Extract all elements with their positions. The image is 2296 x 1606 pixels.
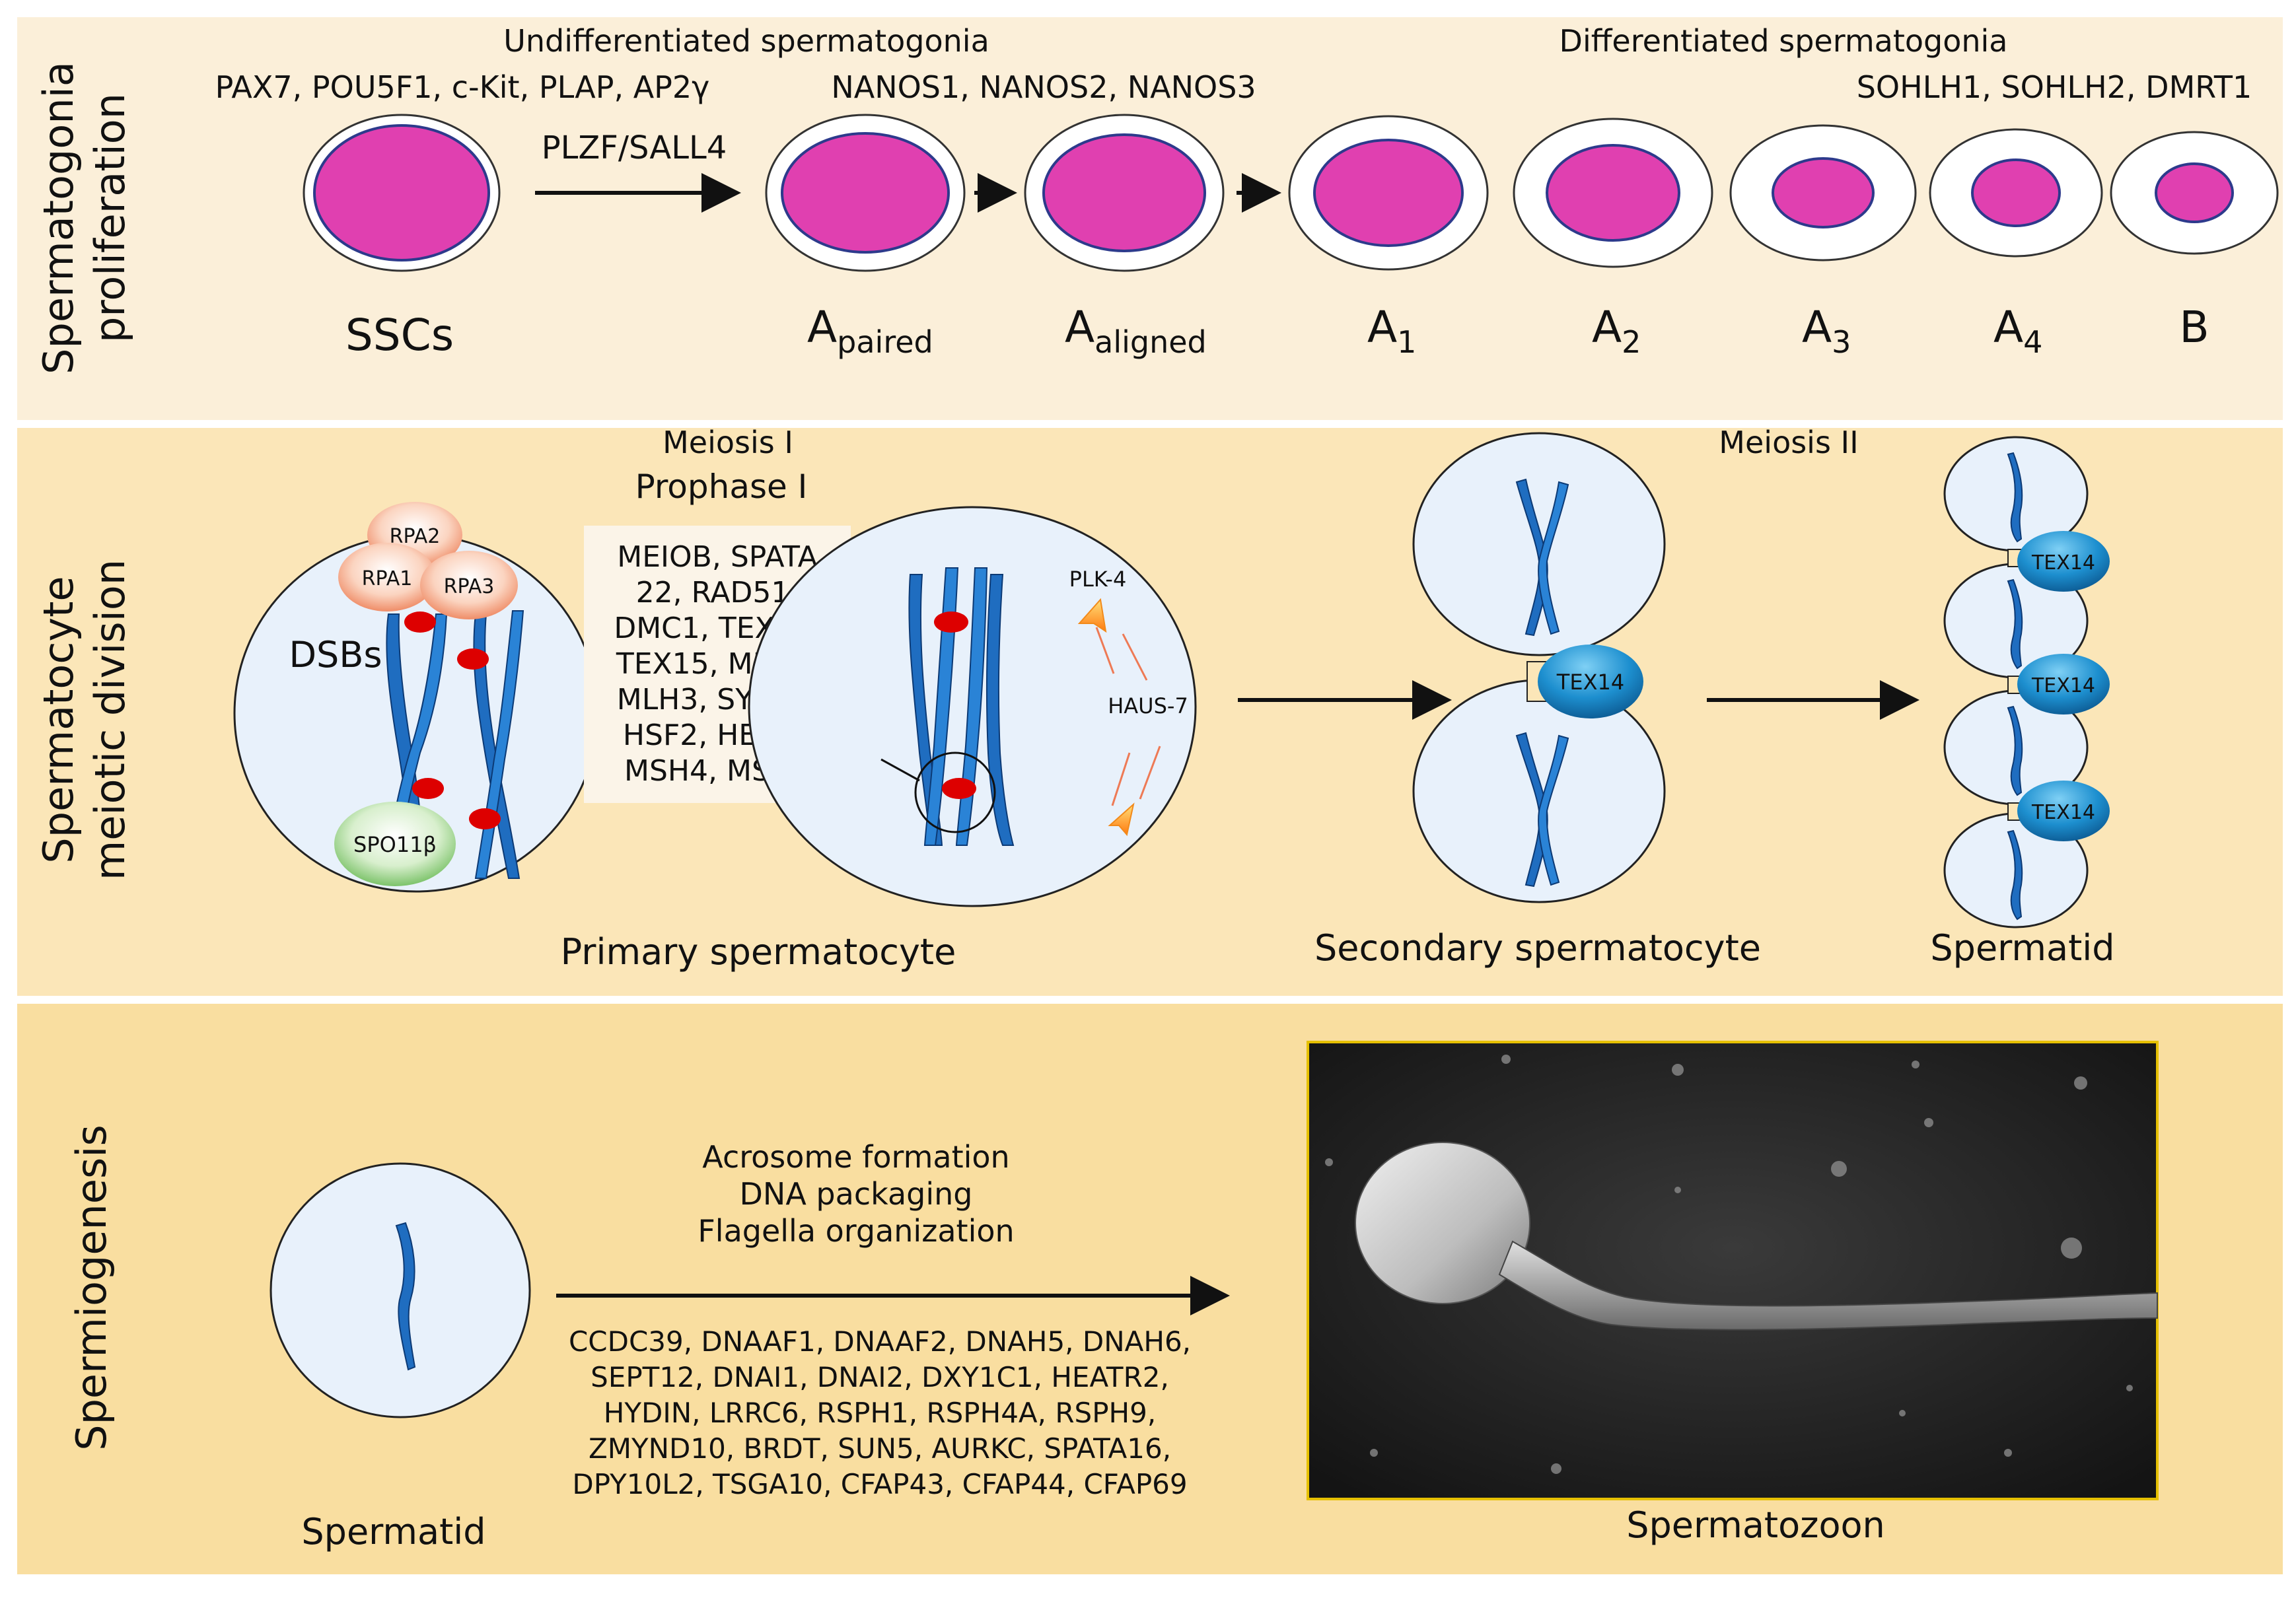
spindle-lines	[1095, 627, 1161, 806]
svg-text:meiotic division: meiotic division	[86, 559, 134, 880]
sohlh-markers: SOHLH1, SOHLH2, DMRT1	[1857, 69, 2252, 105]
cell-a2	[1513, 118, 1713, 268]
svg-text:Acrosome formation: Acrosome formation	[702, 1139, 1009, 1175]
spermatid-cell	[269, 1162, 531, 1418]
tex14-protein: TEX14	[2017, 781, 2110, 841]
spermatogonia-cells	[303, 114, 2279, 272]
haus7-label: HAUS-7	[1108, 693, 1188, 718]
centromere-mark	[942, 778, 976, 799]
svg-text:Flagella organization: Flagella organization	[698, 1213, 1014, 1249]
primary-spermatocyte-left: DSBs RPA2 RPA1 RPA3 SPO11β	[233, 502, 599, 893]
svg-text:Spermatogonia: Spermatogonia	[34, 61, 83, 374]
spermatid-chain: TEX14 TEX14 TEX14	[1943, 436, 2110, 928]
secondary-spermatocyte: TEX14	[1412, 432, 1666, 903]
cell-a3	[1729, 124, 1917, 262]
svg-text:Spermatocyte: Spermatocyte	[34, 576, 83, 863]
svg-text:RPA3: RPA3	[444, 575, 495, 598]
svg-text:TEX14: TEX14	[2031, 674, 2095, 697]
nanos-markers: NANOS1, NANOS2, NANOS3	[831, 69, 1256, 105]
prophase-1-label: Prophase I	[635, 468, 808, 506]
centromere-mark	[412, 778, 444, 799]
ssc-markers: PAX7, POU5F1, c-Kit, PLAP, AP2γ	[215, 69, 710, 105]
panel-title-meiosis: Spermatocyte meiotic division	[34, 559, 134, 880]
cell-ssc	[303, 114, 501, 272]
svg-text:proliferation: proliferation	[86, 93, 134, 343]
cell-labels: SSCs Apaired Aaligned A1 A2 A3 A4 B	[345, 302, 2209, 361]
svg-text:A3: A3	[1802, 302, 1851, 360]
spermatozoon-label: Spermatozoon	[1626, 1504, 1885, 1546]
crossover-circle	[914, 751, 996, 833]
rpa1-protein: RPA1	[338, 543, 436, 611]
tex14-protein: TEX14	[1538, 645, 1643, 718]
differentiated-header: Differentiated spermatogonia	[1560, 23, 2008, 59]
primary-spermatocyte-label: Primary spermatocyte	[561, 931, 956, 973]
svg-text:SEPT12, DNAI1, DNAI2, DXY1C1,: SEPT12, DNAI1, DNAI2, DXY1C1, HEATR2,	[591, 1361, 1169, 1393]
centromere-mark	[934, 611, 968, 633]
panel-title-spermiogenesis: Spermiogenesis	[67, 1125, 116, 1451]
svg-text:SSCs: SSCs	[345, 310, 454, 361]
cell-a4	[1929, 128, 2103, 258]
secondary-spermatocyte-label: Secondary spermatocyte	[1314, 927, 1761, 969]
svg-text:MEIOB, SPATA: MEIOB, SPATA	[617, 540, 817, 574]
tex14-protein: TEX14	[2017, 654, 2110, 715]
svg-text:HYDIN, LRRC6, RSPH1, RSPH4A, R: HYDIN, LRRC6, RSPH1, RSPH4A, RSPH9,	[604, 1397, 1156, 1429]
dsbs-label: DSBs	[289, 634, 382, 676]
svg-text:A1: A1	[1367, 302, 1416, 360]
svg-text:TEX14: TEX14	[2031, 551, 2095, 575]
svg-text:Apaired: Apaired	[807, 302, 933, 360]
panel-title-proliferation: Spermatogonia proliferation	[34, 61, 134, 374]
svg-text:DPY10L2, TSGA10, CFAP43, CFAP4: DPY10L2, TSGA10, CFAP43, CFAP44, CFAP69	[572, 1468, 1187, 1500]
spermatozoon-micrograph	[1307, 1041, 2159, 1500]
svg-text:SPO11β: SPO11β	[353, 832, 437, 857]
undifferentiated-header: Undifferentiated spermatogonia	[503, 23, 989, 59]
svg-text:ZMYND10, BRDT, SUN5, AURKC, SP: ZMYND10, BRDT, SUN5, AURKC, SPATA16,	[589, 1432, 1171, 1465]
centromere-mark	[469, 808, 501, 829]
meiosis-1-label: Meiosis I	[663, 425, 793, 460]
centrosome-bottom	[1108, 802, 1135, 837]
rpa3-protein: RPA3	[420, 551, 518, 619]
meiosis-2-label: Meiosis II	[1719, 425, 1858, 460]
svg-text:TEX14: TEX14	[2031, 801, 2095, 824]
svg-text:22, RAD51,: 22, RAD51,	[636, 576, 799, 610]
cell-a-paired	[765, 114, 966, 272]
spermiogenesis-gene-list: CCDC39, DNAAF1, DNAAF2, DNAH5, DNAH6, SE…	[569, 1325, 1191, 1500]
spermatid-label-spermiogenesis: Spermatid	[301, 1511, 485, 1553]
svg-text:B: B	[2179, 302, 2209, 353]
svg-text:TEX14: TEX14	[1556, 670, 1624, 695]
tex14-protein: TEX14	[2017, 531, 2110, 592]
cell-a1	[1288, 115, 1489, 271]
centrosome-top	[1077, 598, 1107, 633]
process-text: Acrosome formation DNA packaging Flagell…	[698, 1139, 1014, 1249]
cell-b	[2110, 131, 2279, 255]
svg-text:DNA packaging: DNA packaging	[740, 1176, 973, 1212]
centromere-mark	[404, 611, 436, 633]
svg-text:RPA1: RPA1	[362, 567, 413, 590]
plk4-label: PLK-4	[1069, 567, 1127, 592]
svg-text:Aaligned: Aaligned	[1065, 302, 1207, 360]
primary-spermatocyte-right: PLK-4 HAUS-7	[748, 506, 1197, 907]
svg-text:CCDC39, DNAAF1, DNAAF2, DNAH5,: CCDC39, DNAAF1, DNAAF2, DNAH5, DNAH6,	[569, 1325, 1191, 1358]
svg-text:A2: A2	[1592, 302, 1641, 360]
spermatid-label-meiosis: Spermatid	[1930, 927, 2114, 969]
centromere-mark	[457, 648, 489, 670]
svg-text:A4: A4	[1993, 302, 2042, 360]
plzf-sall4-label: PLZF/SALL4	[542, 129, 727, 166]
spo11-protein: SPO11β	[334, 802, 456, 886]
cell-a-aligned	[1024, 114, 1225, 272]
